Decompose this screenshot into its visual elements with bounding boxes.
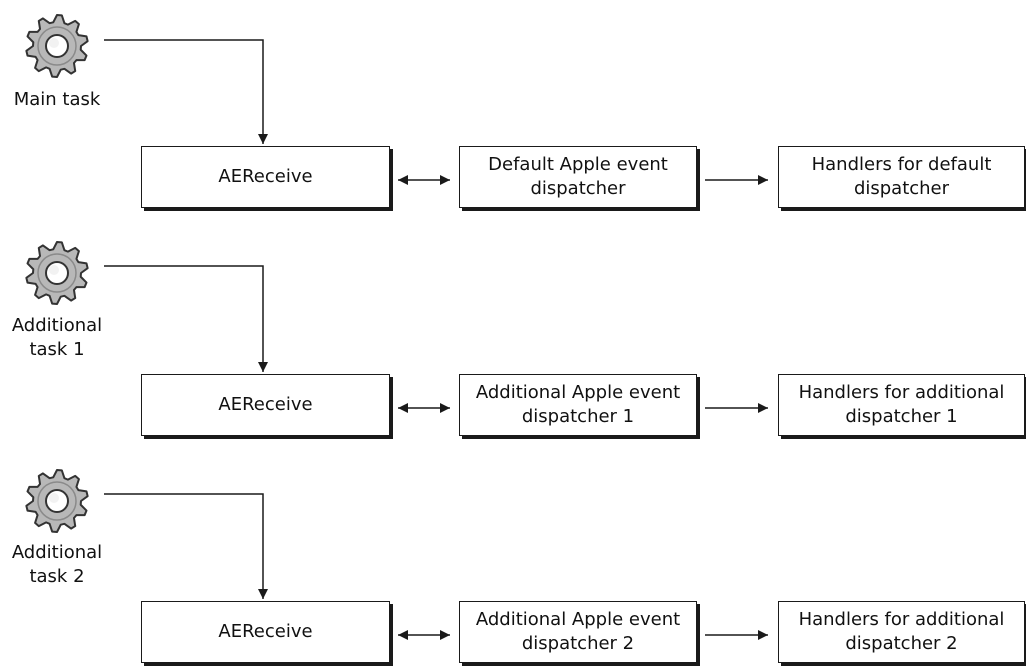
dispatcher-box: Additional Apple event dispatcher 2 — [459, 601, 697, 663]
handlers-box: Handlers for default dispatcher — [778, 146, 1025, 208]
aereceive-box: AEReceive — [141, 601, 390, 663]
handlers-box: Handlers for additional dispatcher 1 — [778, 374, 1025, 436]
task-label-additional-2: Additional task 2 — [11, 542, 103, 587]
dispatcher-box: Default Apple event dispatcher — [459, 146, 697, 208]
gear-icon — [20, 236, 94, 310]
task-label-additional-1: Additional task 1 — [11, 315, 103, 360]
task-to-receive-arrow — [104, 39, 268, 144]
task-label-main: Main task — [13, 89, 101, 110]
handlers-box: Handlers for additional dispatcher 2 — [778, 601, 1025, 663]
dispatcher-box: Additional Apple event dispatcher 1 — [459, 374, 697, 436]
aereceive-box: AEReceive — [141, 374, 390, 436]
gear-icon — [20, 464, 94, 538]
task-to-receive-arrow — [104, 493, 268, 599]
gear-icon — [20, 9, 94, 83]
task-to-receive-arrow — [104, 265, 268, 372]
aereceive-box: AEReceive — [141, 146, 390, 208]
